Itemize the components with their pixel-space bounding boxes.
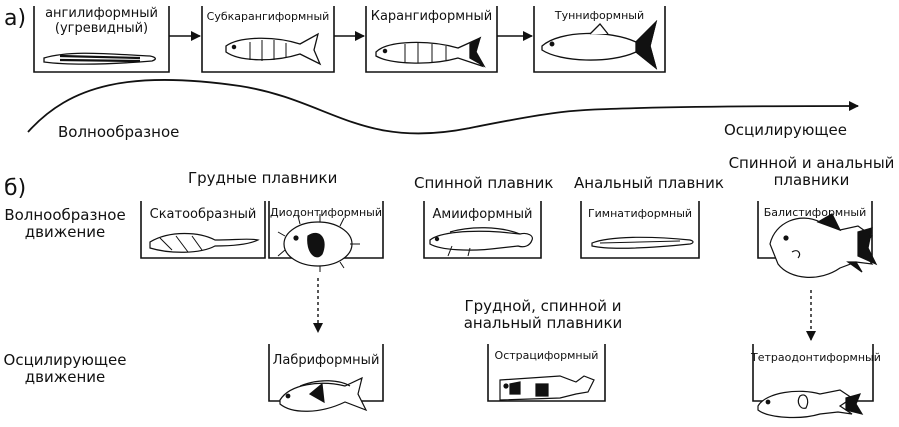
bowfin-fish-icon	[430, 228, 532, 256]
boxfish-icon	[500, 376, 594, 400]
type-scato-label: Скатообразный	[141, 208, 265, 223]
row-label-undulatory: Волнообразное движение	[0, 207, 130, 242]
wave-end-label: Осцилирующее	[724, 122, 847, 139]
type-carang-label: Карангиформный	[366, 10, 497, 25]
group-anal-label: Анальный плавник	[574, 175, 724, 192]
diodon-fish-icon	[278, 214, 360, 272]
group-pect-dors-anal-label: Грудной, спинной и анальный плавники	[458, 298, 628, 333]
gymnotus-fish-icon	[592, 237, 693, 248]
subcarangiform-fish-icon	[226, 34, 320, 64]
eel-fish-icon	[44, 53, 155, 64]
type-labri-label: Лабриформный	[269, 354, 383, 369]
carangiform-fish-icon	[376, 38, 484, 66]
type-balist-label: Балистиформный	[758, 207, 872, 220]
group-pectoral-label: Грудные плавники	[188, 170, 337, 187]
group-dorsal-anal-label: Спинной и анальный плавники	[724, 155, 899, 190]
type-tunni-label: Тунниформный	[534, 10, 665, 23]
row-label-oscillatory: Осцилирующее движение	[0, 352, 130, 387]
type-tetraodont-label: Тетраодонтиформный	[751, 352, 875, 365]
type-subcarang-label: Субкарангиформный	[200, 11, 336, 24]
thunniform-fish-icon	[542, 22, 656, 68]
ray-fish-icon	[150, 234, 258, 253]
wrasse-fish-icon	[280, 378, 366, 411]
type-amii-label: Амииформный	[424, 208, 541, 223]
panel-b-letter: б)	[4, 176, 26, 201]
type-diodont-label: Диодонтиформный	[269, 207, 383, 220]
panel-a-letter: а)	[4, 6, 26, 31]
type-angil-label: ангилиформный (угревидный)	[34, 7, 169, 37]
type-gymnot-label: Гимнатиформный	[581, 208, 699, 221]
pufferfish-icon	[758, 390, 862, 417]
wave-start-label: Волнообразное	[58, 124, 179, 141]
group-dorsal-label: Спинной плавник	[414, 175, 553, 192]
triggerfish-icon	[770, 214, 876, 277]
type-ostraci-label: Остpациформный	[488, 350, 605, 363]
